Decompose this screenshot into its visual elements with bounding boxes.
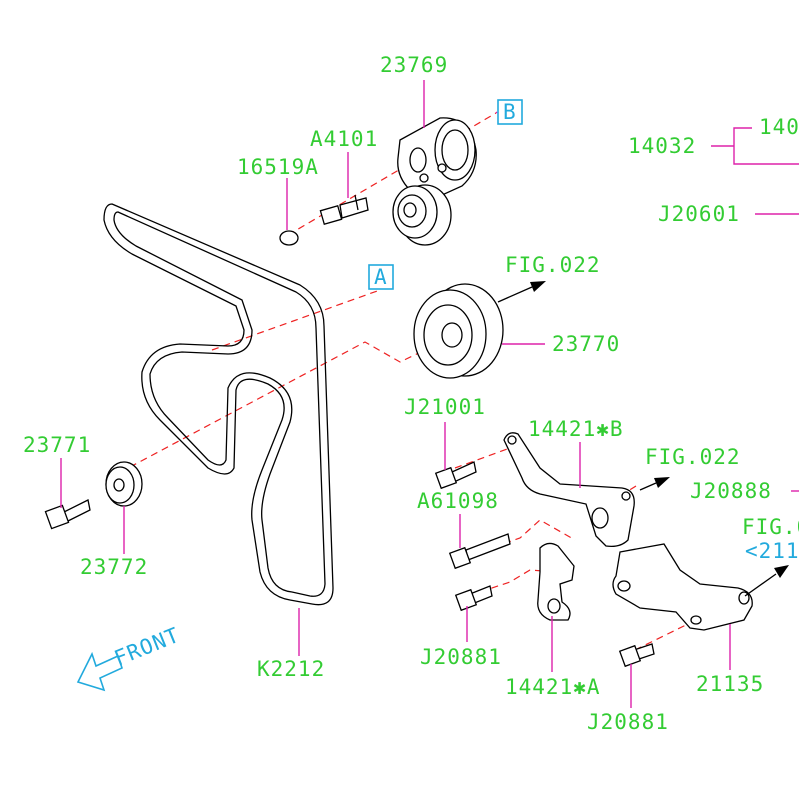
label-fig022-top: FIG.022 xyxy=(505,253,601,277)
serpentine-belt xyxy=(103,203,334,606)
label-j20601: J20601 xyxy=(658,202,740,226)
bolt-j20881-bottom xyxy=(618,643,655,668)
label-fig-right: FIG.0 xyxy=(742,515,799,539)
tensioner-pulley xyxy=(392,184,452,246)
label-16519a: 16519A xyxy=(237,155,319,179)
fig022-mid-arrow xyxy=(639,477,670,491)
label-23771: 23771 xyxy=(23,433,91,457)
label-j20881-left: J20881 xyxy=(420,645,502,669)
marker-a-box xyxy=(368,264,394,290)
marker-a-label: A xyxy=(374,265,388,289)
bolt-j21001 xyxy=(434,461,477,490)
label-23769: 23769 xyxy=(380,53,448,77)
fig022-top-arrow xyxy=(497,281,546,303)
tensioner-assembly xyxy=(397,117,477,197)
label-140: 140 xyxy=(759,115,799,139)
bolt-j20881-left xyxy=(454,585,493,612)
bracket-14421b xyxy=(503,432,635,548)
label-23772: 23772 xyxy=(80,555,148,579)
label-a4101: A4101 xyxy=(310,127,378,151)
bolt-23771 xyxy=(44,499,91,530)
label-23770: 23770 xyxy=(552,332,620,356)
bolt-a61098 xyxy=(448,533,511,570)
bracket-21135 xyxy=(612,543,753,631)
label-j20881-bottom: J20881 xyxy=(587,710,669,734)
fig-right-arrow xyxy=(744,565,789,597)
label-k2212: K2212 xyxy=(257,657,325,681)
label-a61098: A61098 xyxy=(417,489,499,513)
label-14421b: 14421✱B xyxy=(528,417,624,441)
label-21135: 21135 xyxy=(696,672,764,696)
label-14032: 14032 xyxy=(628,134,696,158)
front-arrow-icon xyxy=(76,651,123,692)
label-fig022-mid: FIG.022 xyxy=(645,445,741,469)
label-j21001: J21001 xyxy=(404,395,486,419)
washer-23772 xyxy=(105,461,143,507)
front-label: FRONT xyxy=(111,623,183,671)
bracket-14421a xyxy=(537,542,575,621)
idler-pulley xyxy=(413,283,504,379)
leader-lines xyxy=(60,80,799,708)
bolt-a4101 xyxy=(319,194,369,226)
label-14421a: 14421✱A xyxy=(505,675,601,699)
label-ref-211: <211 xyxy=(745,539,799,563)
marker-b-box xyxy=(497,99,523,125)
label-j20888: J20888 xyxy=(690,479,772,503)
marker-b-label: B xyxy=(503,100,517,124)
cap-16519a xyxy=(279,230,299,246)
